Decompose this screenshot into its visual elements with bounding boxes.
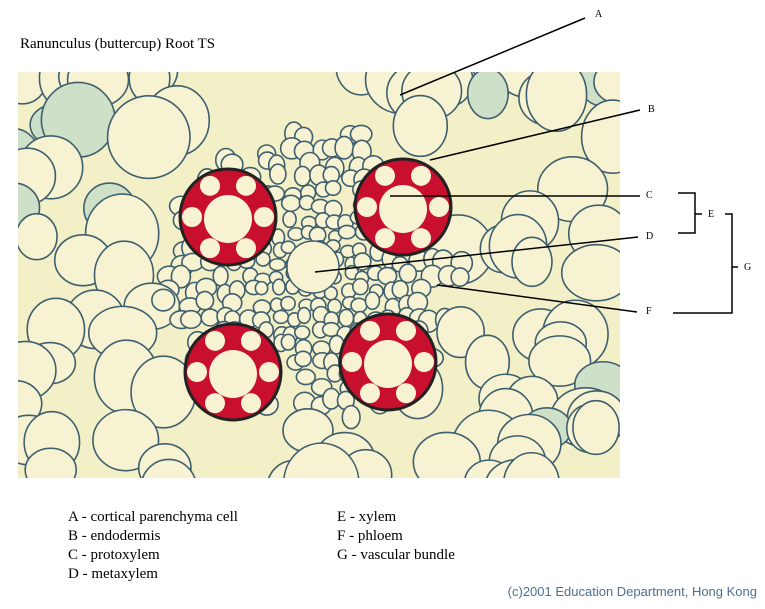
cell <box>398 263 418 284</box>
cell <box>511 236 553 288</box>
label-f: F <box>646 306 652 317</box>
xylem-vessel <box>254 207 274 227</box>
xylem-vessel <box>209 350 257 398</box>
label-c: C <box>646 190 653 201</box>
legend-item: C - protoxylem <box>68 547 160 563</box>
legend-item: A - cortical parenchyma cell <box>68 509 238 525</box>
cell <box>280 194 301 213</box>
cell <box>18 212 58 261</box>
xylem-vessel <box>364 340 412 388</box>
xylem-vessel <box>236 238 256 259</box>
xylem-vessel <box>396 320 416 341</box>
cell <box>269 163 287 185</box>
root-cross-section-micrograph <box>18 72 620 478</box>
cell <box>280 295 296 312</box>
label-d: D <box>646 231 654 242</box>
xylem-vessel <box>396 383 416 404</box>
legend-item: B - endodermis <box>68 528 161 544</box>
cell <box>341 404 361 430</box>
cell <box>283 442 360 478</box>
xylem-vessel <box>259 362 279 382</box>
legend-left: A - cortical parenchyma cell B - endoder… <box>68 508 238 584</box>
label-a: A <box>595 9 603 20</box>
page-title: Ranunculus (buttercup) Root TS <box>20 36 216 52</box>
cell <box>106 95 191 180</box>
cell <box>195 290 215 311</box>
bracket-e <box>678 192 696 234</box>
xylem-vessel <box>414 352 434 372</box>
cell <box>282 210 297 229</box>
xylem-vessel <box>360 383 380 404</box>
xylem-vessel <box>429 197 449 217</box>
cell <box>272 309 290 325</box>
label-g: G <box>744 262 752 273</box>
xylem-vessel <box>204 195 252 243</box>
cell <box>271 278 286 296</box>
cell <box>293 165 312 187</box>
cell <box>560 243 620 302</box>
xylem-vessel <box>241 393 261 414</box>
cell <box>450 267 470 287</box>
cell <box>254 280 269 296</box>
cell <box>324 180 342 197</box>
legend-item: G - vascular bundle <box>337 547 455 563</box>
label-b: B <box>648 104 655 115</box>
metaxylem-cell <box>286 240 340 294</box>
xylem-vessel <box>342 352 362 372</box>
copyright: (c)2001 Education Department, Hong Kong <box>507 584 757 599</box>
cell <box>593 72 620 107</box>
xylem-vessel <box>236 175 256 196</box>
cell <box>338 308 355 328</box>
cell <box>528 335 592 387</box>
cell <box>572 399 620 456</box>
bracket-g <box>673 213 733 314</box>
cell <box>268 257 287 272</box>
cell <box>337 224 357 240</box>
cell <box>350 297 368 314</box>
cell <box>364 291 381 311</box>
xylem-vessel <box>379 185 427 233</box>
cell <box>351 277 369 296</box>
cell <box>293 325 311 340</box>
cell <box>295 368 317 386</box>
xylem-vessel <box>357 197 377 217</box>
legend-right: E - xylem F - phloem G - vascular bundle <box>337 508 455 565</box>
cell <box>296 306 312 325</box>
xylem-vessel <box>411 165 431 186</box>
xylem-vessel <box>411 228 431 249</box>
label-e: E <box>708 209 715 220</box>
xylem-vessel <box>182 207 202 227</box>
xylem-vessel <box>360 320 380 341</box>
cell <box>141 458 196 478</box>
cell <box>503 451 560 478</box>
legend-item: D - metaxylem <box>68 566 158 582</box>
xylem-vessel <box>375 228 395 249</box>
cell <box>24 447 77 478</box>
cell <box>392 94 449 158</box>
cell <box>151 288 176 312</box>
cell <box>170 264 192 289</box>
xylem-vessel <box>200 175 220 196</box>
cell <box>334 135 355 160</box>
xylem-vessel <box>375 165 395 186</box>
cell <box>466 72 509 120</box>
cell <box>294 350 313 368</box>
legend-item: F - phloem <box>337 528 403 544</box>
xylem-vessel <box>205 330 225 351</box>
xylem-vessel <box>187 362 207 382</box>
xylem-vessel <box>200 238 220 259</box>
cell <box>179 309 203 330</box>
legend-item: E - xylem <box>337 509 397 525</box>
cell <box>280 333 297 351</box>
xylem-vessel <box>205 393 225 414</box>
xylem-vessel <box>241 330 261 351</box>
cell <box>255 251 271 267</box>
